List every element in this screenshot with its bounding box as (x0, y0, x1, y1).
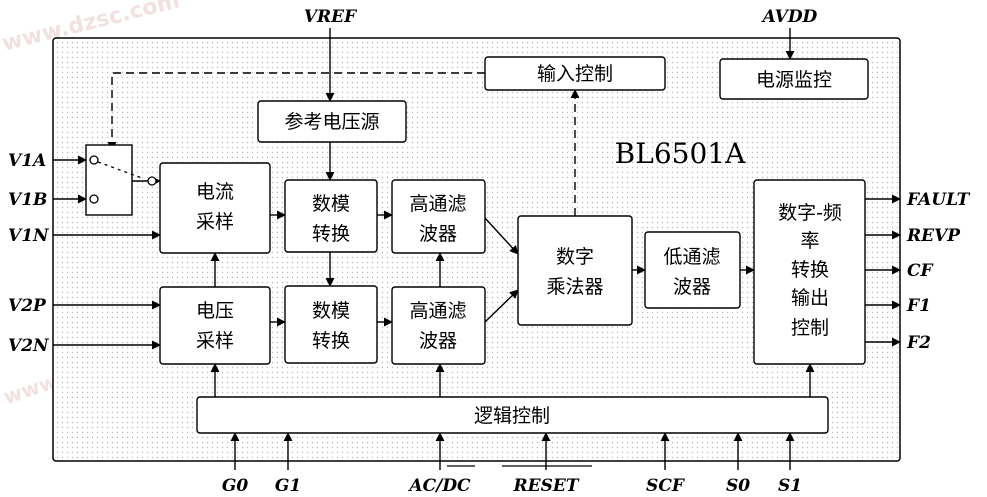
dac2-block (284, 285, 378, 364)
pin-reset-label: RESET (513, 476, 580, 496)
multiplier-label-line1: 数字 (556, 246, 594, 268)
chip-name-label: BL6501A (615, 137, 746, 170)
current-sample-label-line1: 电流 (196, 181, 234, 203)
pin-v1b-label: V1B (8, 190, 47, 210)
dac2-label-line1: 数模 (312, 300, 350, 322)
hpf1-label-line1: 高通滤 (409, 193, 466, 215)
dfc-label-line2: 率 (800, 230, 819, 252)
pin-avdd-label: AVDD (761, 7, 818, 27)
dac2-label-line2: 转换 (312, 330, 350, 352)
logic-control-label: 逻辑控制 (474, 405, 550, 427)
pin-vref-label: VREF (304, 7, 358, 27)
dac1-label-line2: 转换 (312, 223, 350, 245)
voltage-reference-label: 参考电压源 (284, 111, 379, 133)
hpf2-label-line2: 波器 (419, 330, 457, 352)
hpf1-label-line2: 波器 (419, 223, 457, 245)
lpf-label-line2: 波器 (673, 276, 711, 298)
pin-s0-label: S0 (726, 476, 750, 496)
voltage-sample-label-line2: 采样 (196, 330, 234, 352)
pin-s1-label: S1 (778, 476, 802, 496)
pin-v2n-label: V2N (8, 336, 50, 356)
dac1-label-line1: 数模 (312, 193, 350, 215)
dac1-block (284, 179, 378, 253)
pin-v2p-label: V2P (8, 296, 47, 316)
input-control-block (484, 56, 666, 91)
voltage-sample-label-line1: 电压 (196, 300, 234, 322)
pin-g1-label: G1 (275, 476, 301, 496)
voltage-sample-block (159, 286, 271, 365)
voltage-reference-block (257, 100, 407, 143)
lpf-block (644, 231, 741, 309)
dfc-label-line4: 输出 (791, 287, 829, 309)
input-switch (85, 144, 157, 216)
pin-v1n-label: V1N (8, 226, 50, 246)
dfc-output-control-block (753, 179, 866, 365)
pin-fault-label: FAULT (906, 190, 971, 210)
dfc-label-line3: 转换 (791, 259, 829, 281)
lpf-label-line1: 低通滤 (663, 246, 720, 268)
multiplier-label-line2: 乘法器 (546, 276, 603, 298)
dfc-label-line1: 数字-频 (778, 202, 842, 224)
pin-acdc-label: AC/DC (407, 476, 471, 496)
input-control-label: 输入控制 (537, 63, 613, 85)
current-sample-block (159, 162, 271, 254)
current-sample-label-line2: 采样 (196, 211, 234, 233)
hpf2-block (391, 286, 486, 365)
pin-revp-label: REVP (906, 226, 961, 246)
pin-scf-label: SCF (646, 476, 686, 496)
logic-control-block (196, 396, 829, 434)
pin-v1a-label: V1A (8, 151, 46, 171)
pin-f1-label: F1 (906, 296, 931, 316)
signal-wires (53, 28, 901, 470)
power-monitor-block (719, 58, 869, 100)
hpf1-block (391, 179, 486, 254)
multiplier-block (517, 215, 633, 326)
hpf2-label-line1: 高通滤 (409, 300, 466, 322)
dfc-label-line5: 控制 (791, 317, 829, 339)
power-monitor-label: 电源监控 (756, 69, 832, 91)
pin-f2-label: F2 (906, 333, 931, 353)
pin-cf-label: CF (907, 261, 935, 281)
pin-g0-label: G0 (222, 476, 249, 496)
